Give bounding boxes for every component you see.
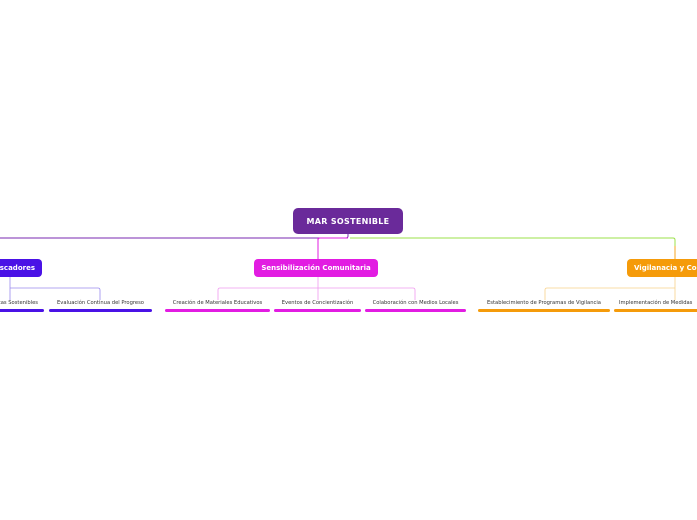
connector-pescadores-children bbox=[9, 277, 101, 300]
leaf-underline bbox=[365, 309, 466, 312]
leaf-node[interactable]: Establecimiento de Programas de Vigilanc… bbox=[478, 300, 610, 312]
leaf-label: Creación de Materiales Educativos bbox=[172, 300, 263, 306]
connector-vigilancia-children bbox=[544, 277, 676, 300]
leaf-node[interactable]: Colaboración con Medios Locales bbox=[365, 300, 466, 312]
leaf-label: Prácticas Sostenibles bbox=[0, 300, 38, 306]
leaf-node[interactable]: Prácticas Sostenibles bbox=[0, 300, 44, 312]
leaf-underline bbox=[274, 309, 361, 312]
leaf-underline bbox=[478, 309, 610, 312]
leaf-label: Establecimiento de Programas de Vigilanc… bbox=[487, 300, 601, 306]
leaf-label: Colaboración con Medios Locales bbox=[372, 300, 459, 306]
connector-root-pescadores bbox=[0, 234, 349, 239]
leaf-node[interactable]: Eventos de Concientización bbox=[274, 300, 361, 312]
leaf-label: Eventos de Concientización bbox=[281, 300, 354, 306]
branch-node-sensibilizacion[interactable]: Sensibilización Comunitaria bbox=[254, 259, 378, 277]
connector-sensibilizacion-children bbox=[217, 277, 416, 300]
branch-node-vigilancia[interactable]: Vigilanacia y Control bbox=[627, 259, 697, 277]
connector-root-vigilancia bbox=[350, 237, 676, 259]
root-node[interactable]: MAR SOSTENIBLE bbox=[293, 208, 403, 234]
leaf-underline bbox=[0, 309, 44, 312]
leaf-label: Implementación de Medidas bbox=[619, 300, 693, 306]
leaf-underline bbox=[614, 309, 697, 312]
branch-node-pescadores[interactable]: Pescadores bbox=[0, 259, 42, 277]
leaf-underline bbox=[49, 309, 152, 312]
leaf-underline bbox=[165, 309, 270, 312]
leaf-node[interactable]: Creación de Materiales Educativos bbox=[165, 300, 270, 312]
leaf-node[interactable]: Implementación de Medidas bbox=[614, 300, 697, 312]
leaf-label: Evaluación Continua del Progreso bbox=[57, 300, 144, 306]
leaf-node[interactable]: Evaluación Continua del Progreso bbox=[49, 300, 152, 312]
